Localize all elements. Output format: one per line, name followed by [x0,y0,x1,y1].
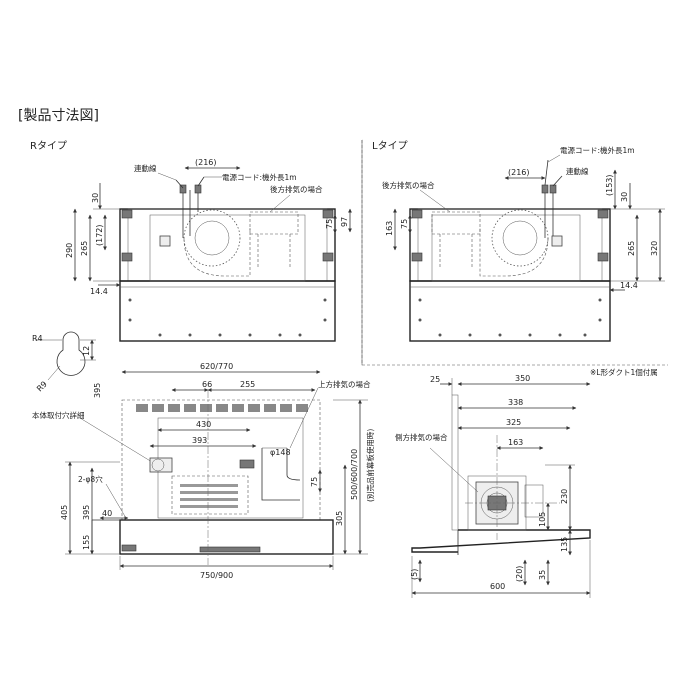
dimension-label: 75 [325,219,334,229]
dimension-label: 255 [240,380,255,389]
page-title: [製品寸法図] [18,108,99,124]
dimension-label: 97 [340,217,349,227]
dimension-label: 265 [627,241,636,256]
side-view: 25 350 338 325 163 230 105 135 35 (20) (… [395,374,591,598]
dimension-label: 600 [490,582,505,591]
l-rear-callout: 後方排気の場合 [382,180,435,190]
dimension-label: 14.4 [90,287,108,296]
dimension-label: R9 [35,380,49,394]
dimension-label: 395 [93,383,102,398]
dimension-label: 75 [310,477,319,487]
dimension-label: 350 [515,374,530,383]
l-cord-callout: 電源コード:機外長1m [560,145,635,155]
front-top-callout: 上方排気の場合 [318,379,371,389]
r-interlock-callout: 連動線 [134,163,157,173]
dimension-label: 25 [430,375,440,384]
dimension-label: 265 [80,241,89,256]
dimension-label: 305 [335,511,344,526]
front-vertical-note: (別売品前幕板使用時) [365,429,375,502]
dimension-label: 338 [508,398,523,407]
dimension-label: 155 [82,535,91,550]
hole-detail-view: R4 R9 12 395 本体取付穴詳細 [32,331,153,463]
dimension-label: 393 [192,436,207,445]
dimension-label: 30 [620,192,629,202]
dimension-label: 163 [385,221,394,236]
dimension-label: 500/600/700 [350,449,359,500]
dimension-label: 135 [560,537,569,552]
dimension-label: (5) [410,569,419,580]
dimension-label: 325 [506,418,521,427]
front-view: 620/770 66 255 430 393 φ148 75 405 395 4… [60,362,375,580]
l-type-view: Lタイプ (216) (153) [361,139,668,377]
hole-detail-label: 本体取付穴詳細 [32,410,85,420]
dimension-label: 75 [400,219,409,229]
dimension-label: (20) [515,566,524,582]
dimension-label: R4 [32,334,43,343]
dimension-label: 66 [202,380,212,389]
dimension-label: 105 [538,512,547,527]
dimension-label: 320 [650,241,659,256]
dimension-label: 163 [508,438,523,447]
dimension-label: 395 [82,505,91,520]
dimension-label: (153) [605,174,614,196]
dimension-label: (216) [195,158,217,167]
dimension-label: 290 [65,243,74,258]
dimension-label: 30 [91,193,100,203]
dimension-label: (216) [508,168,530,177]
dimension-label: 750/900 [200,571,233,580]
dimension-label: 35 [538,570,547,580]
dimension-label: 230 [560,489,569,504]
l-interlock-callout: 連動線 [566,166,589,176]
l-type-label: Lタイプ [372,140,408,152]
l-duct-note: ※L形ダクト1個付属 [590,367,658,377]
r-type-label: Rタイプ [30,140,67,152]
side-exhaust-callout-line1: 側方排気の場合 [395,432,448,442]
r-type-view: Rタイプ [30,140,352,342]
r-cord-callout: 電源コード:機外長1m [222,172,297,182]
dimension-label: 430 [196,420,211,429]
dimension-label: 40 [102,509,112,518]
dimension-label: 405 [60,505,69,520]
r-rear-callout: 後方排気の場合 [270,184,323,194]
dimension-label: 12 [82,346,91,356]
dimension-label: 14.4 [620,281,638,290]
front-holes-callout: 2-φ8穴 [78,474,103,484]
dimension-label: (172) [95,224,104,246]
dimension-label: 620/770 [200,362,233,371]
dimension-label: φ148 [270,448,291,457]
